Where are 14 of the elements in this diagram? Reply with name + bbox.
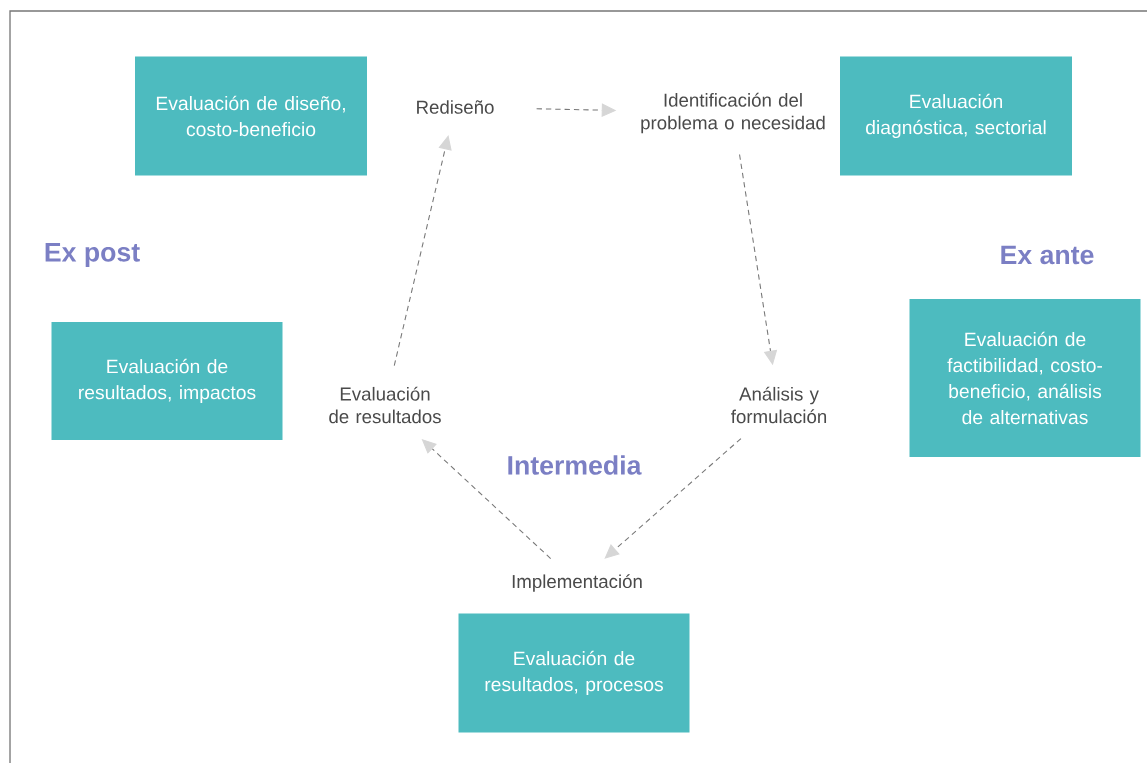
phase-heading: Intermedia [508,455,642,475]
text-box: Evaluación de resultados, procesos [458,613,690,733]
phase-heading: Ex post [45,243,140,267]
text-box: Evaluación de factibilidad, costo-beneficio, análisis de alternativas [909,299,1141,457]
arrow [604,438,742,559]
stage-label: Implementación [512,574,642,592]
text-box: Evaluación diagnóstica, sectorial [840,56,1072,176]
stage-label: Análisis y formulación [731,386,827,424]
phase-heading: Ex ante [1001,245,1094,265]
text-box: Evaluación de resultados, impactos [51,322,283,440]
text-box: Evaluación de diseño, costo-beneficio [135,56,367,176]
stage-label: Evaluación de resultados [329,386,441,424]
stage-label: Identificación del problema o necesidad [641,92,825,134]
stage-label: Rediseño [417,100,494,114]
